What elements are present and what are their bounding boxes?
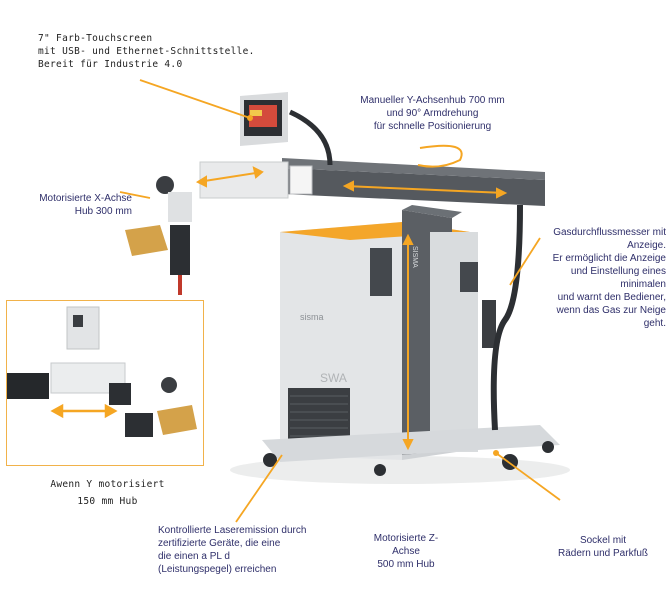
screen-shield (125, 225, 168, 256)
laser-head (170, 225, 190, 275)
model-text: SWA (320, 371, 347, 385)
label-x-axis: Motorisierte X-Achse Hub 300 mm (39, 193, 132, 217)
inset-illustration (7, 306, 197, 437)
gas-flowmeter (482, 300, 496, 348)
brand-text: sisma (300, 312, 324, 322)
label-touchscreen: 7" Farb-Touchscreen mit USB- und Etherne… (38, 33, 255, 70)
column-brand-text: SISMA (411, 246, 418, 268)
label-z-axis: Motorisierte Z- Achse 500 mm Hub (373, 533, 439, 570)
label-y-motor: Awenn Y motorisiert 150 mm Hub (50, 479, 165, 507)
inset-closeup (6, 300, 204, 466)
label-laser: Kontrollierte Laseremission durch zertif… (158, 525, 307, 575)
label-gas-flowmeter: Gasdurchflussmesser mit Anzeige. Er ermö… (552, 227, 666, 329)
label-base: Sockel mit Rädern und Parkfuß (557, 535, 649, 559)
label-y-axis: Manueller Y-Achsenhub 700 mm und 90° Arm… (360, 95, 505, 132)
horizontal-arm (282, 168, 545, 206)
